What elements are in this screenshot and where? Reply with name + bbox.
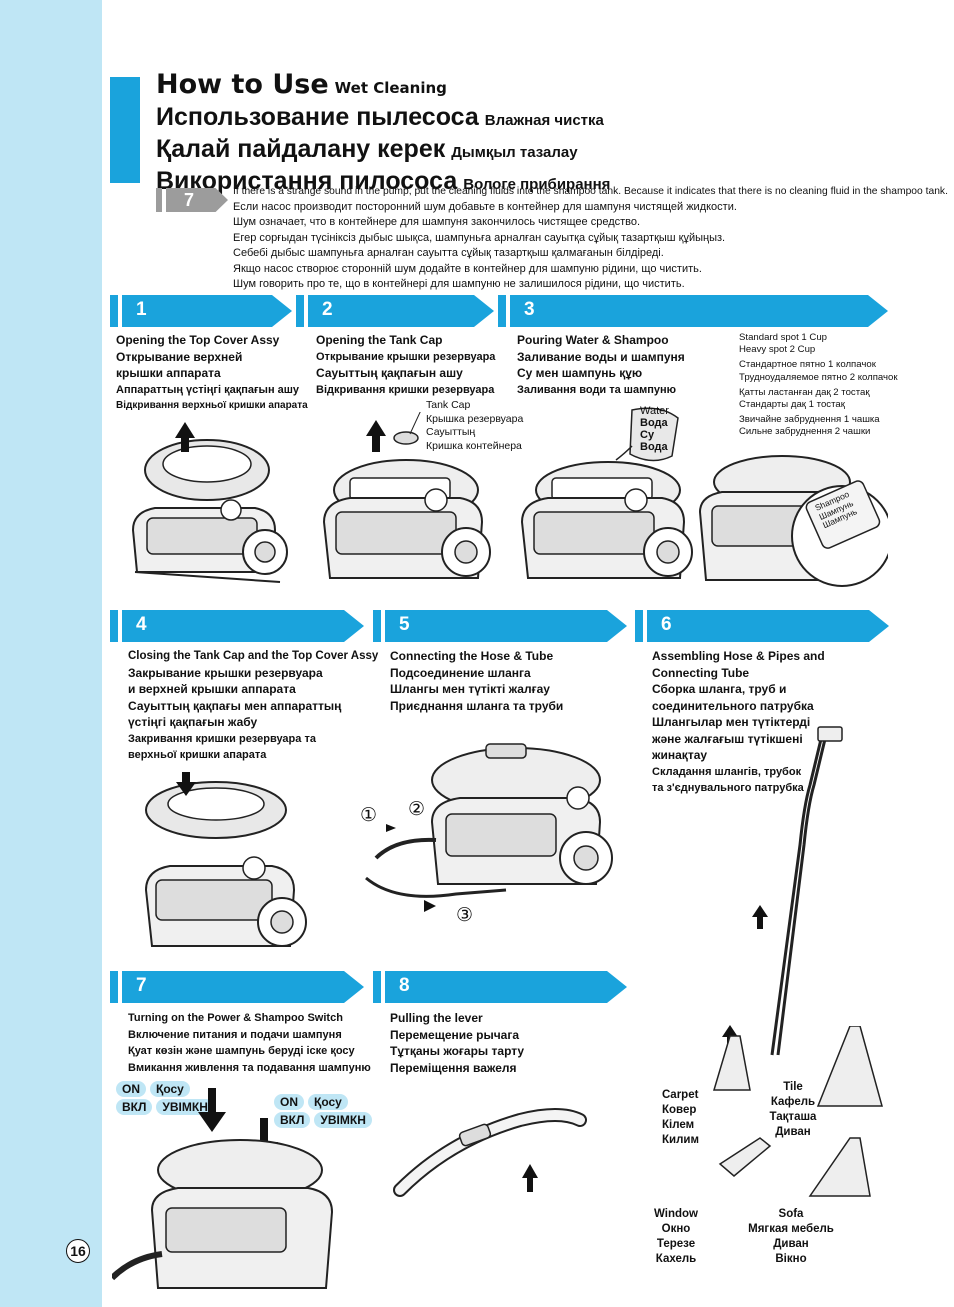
step-7-caption: Turning on the Power & Shampoo Switch Вк… <box>128 1012 371 1074</box>
step-1-caption: Opening the Top Cover Assy Открывание ве… <box>116 333 308 411</box>
step-8-illustration <box>393 1108 587 1197</box>
title-accent-bar <box>110 77 140 183</box>
note-text: If there is a strange sound in the pump,… <box>233 186 948 290</box>
step-7-illustration <box>112 1088 334 1289</box>
step-8-caption: Pulling the lever Перемещение рычага Тұт… <box>390 1011 525 1075</box>
step-5-illustration <box>365 743 613 912</box>
shampoo-dosage: Standard spot 1 Cup Heavy spot 2 Cup Ста… <box>739 332 898 438</box>
step-8-header: 8 <box>373 971 627 1003</box>
page-number: 16 <box>66 1239 90 1263</box>
step-3-caption: Pouring Water & Shampoo Заливание воды и… <box>517 333 685 396</box>
step-1-illustration <box>131 422 288 583</box>
step-3-illustration <box>520 407 693 579</box>
step-6-caption: Assembling Hose & Pipes and Connecting T… <box>652 649 825 794</box>
note-badge: 7 <box>156 188 228 212</box>
step-4-illustration <box>144 772 307 947</box>
tank-cap-callout: Tank Cap Крышка резервуара Сауыттың Криш… <box>426 399 524 452</box>
step-3b-illustration <box>698 455 888 587</box>
step-4-header: 4 <box>110 610 364 642</box>
step-2-header: 2 <box>296 295 494 327</box>
side-band <box>0 0 102 1307</box>
step-2-illustration <box>322 412 491 579</box>
step-4-caption: Closing the Tank Cap and the Top Cover A… <box>128 650 379 761</box>
step-2-caption: Opening the Tank Cap Открывание крышки р… <box>316 333 496 396</box>
water-label: Water Вода Су Вода <box>640 405 669 453</box>
step-5-caption: Connecting the Hose & Tube Подсоединение… <box>390 649 564 713</box>
step-7-header: 7 <box>110 971 364 1003</box>
step-3-header: 3 <box>498 295 888 327</box>
accessory-nozzles <box>712 1026 883 1197</box>
step-1-header: 1 <box>110 295 292 327</box>
step-6-illustration <box>722 726 843 1056</box>
step-6-header: 6 <box>635 610 889 642</box>
step-5-header: 5 <box>373 610 627 642</box>
